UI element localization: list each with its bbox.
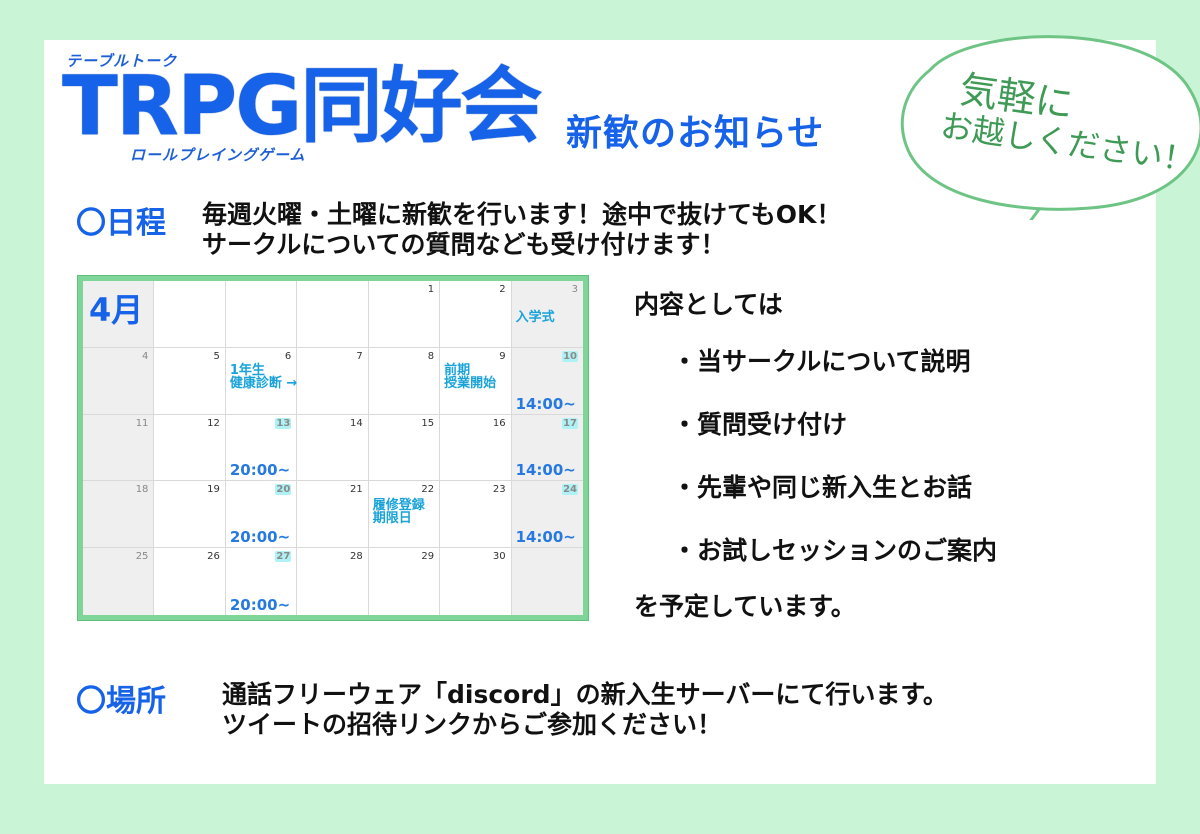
calendar-cell: 29 <box>368 548 441 615</box>
event-registration-deadline: 履修登録 期限日 <box>372 498 425 527</box>
calendar-cell: 5 <box>154 347 226 415</box>
day-number: 10 <box>562 350 578 362</box>
calendar-cell: 14 <box>297 414 369 482</box>
schedule-text-line1: 毎週火曜・土曜に新歓を行います！途中で抜けてもOK！ <box>202 200 842 229</box>
calendar-cell <box>154 281 226 348</box>
day-number: 16 <box>492 417 506 429</box>
day-number: 25 <box>135 551 149 563</box>
calendar-cell: 3 入学式 <box>511 281 583 348</box>
page-subtitle: 新歓のお知らせ <box>566 113 825 154</box>
calendar-cell: 19 <box>154 481 226 549</box>
speech-bubble <box>900 35 1200 220</box>
calendar-cell: 22 履修登録 期限日 <box>368 481 441 549</box>
event-time: 14:00~ <box>515 394 576 413</box>
calendar-cell: 27 20:00~ <box>225 548 298 615</box>
title-ruby-top: テーブルトーク <box>66 52 178 70</box>
day-number: 27 <box>275 551 292 563</box>
calendar-cell: 15 <box>368 414 441 482</box>
day-number: 15 <box>421 417 435 429</box>
day-number: 30 <box>492 551 506 563</box>
calendar-cell: 8 <box>368 347 441 415</box>
day-number: 26 <box>207 551 220 563</box>
day-number: 12 <box>207 417 220 429</box>
calendar-cell <box>225 281 298 348</box>
day-number: 28 <box>349 551 363 563</box>
day-number: 21 <box>349 484 363 496</box>
calendar-cell: 12 <box>154 414 226 482</box>
place-text-line2: ツイートの招待リンクからご参加ください！ <box>222 710 723 739</box>
day-number: 3 <box>571 284 578 295</box>
calendar-cell: 30 <box>440 548 512 615</box>
calendar-cell: 11 <box>83 414 155 482</box>
event-health-check: 1年生 健康診断 → <box>229 362 298 391</box>
schedule-text-line2: サークルについての質問なども受け付けます！ <box>202 230 726 259</box>
day-number: 18 <box>135 484 149 496</box>
day-number: 14 <box>349 417 363 429</box>
contents-item: ・質問受け付け <box>672 410 848 439</box>
calendar-cell: 24 14:00~ <box>511 481 583 549</box>
day-number: 1 <box>427 284 435 295</box>
calendar-cell: 6 1年生 健康診断 → <box>225 347 298 415</box>
calendar-cell: 4 <box>83 347 155 415</box>
day-number: 8 <box>427 350 435 362</box>
calendar-cell: 4月 <box>83 281 155 348</box>
calendar-cell: 13 20:00~ <box>225 414 298 482</box>
day-number: 22 <box>421 484 435 496</box>
calendar-cell: 1 <box>368 281 441 348</box>
day-number: 6 <box>284 350 292 362</box>
calendar-cell: 18 <box>83 481 155 549</box>
title-ruby-bottom: ロールプレイングゲーム <box>130 146 306 164</box>
day-number: 19 <box>207 484 220 496</box>
page-title: TRPG同好会 <box>62 59 542 154</box>
calendar-cell: 20 20:00~ <box>225 481 298 549</box>
calendar-cell: 10 14:00~ <box>511 347 583 415</box>
day-number: 11 <box>135 417 149 429</box>
calendar-cell: 21 <box>297 481 369 549</box>
calendar-cell: 28 <box>297 548 369 615</box>
day-number: 17 <box>562 417 578 429</box>
place-text-line1: 通話フリーウェア「discord」の新入生サーバーにて行います。 <box>222 680 948 709</box>
day-number: 2 <box>499 284 506 295</box>
calendar-cell: 17 14:00~ <box>511 414 583 482</box>
contents-item: ・先輩や同じ新入生とお話 <box>672 473 973 502</box>
calendar-cell: 16 <box>440 414 512 482</box>
day-number: 29 <box>421 551 435 563</box>
event-time: 14:00~ <box>515 528 576 547</box>
event-time: 20:00~ <box>229 528 291 547</box>
contents-item: ・当サークルについて説明 <box>672 347 971 376</box>
contents-footer: を予定しています。 <box>634 592 856 621</box>
event-classes-start: 前期 授業開始 <box>444 362 497 391</box>
day-number: 24 <box>562 484 578 496</box>
event-time: 20:00~ <box>229 461 291 480</box>
day-number: 23 <box>492 484 506 496</box>
day-number: 7 <box>356 350 363 362</box>
event-time: 14:00~ <box>515 461 576 480</box>
day-number: 5 <box>213 350 220 362</box>
day-number: 20 <box>275 484 292 496</box>
place-heading: 〇場所 <box>76 684 166 719</box>
calendar-cell: 26 <box>154 548 226 615</box>
event-entrance-ceremony: 入学式 <box>515 310 555 325</box>
calendar-cell: 23 <box>440 481 512 549</box>
event-time: 20:00~ <box>229 596 291 614</box>
contents-heading: 内容としては <box>634 290 783 319</box>
calendar-cell: 9 前期 授業開始 <box>440 347 512 415</box>
april-calendar: 4月 1 2 3 入学式 4 5 6 1年生 健康診断 → 7 8 9 前期 授… <box>78 276 588 620</box>
calendar-cell: 2 <box>440 281 512 348</box>
schedule-heading: 〇日程 <box>76 206 166 241</box>
calendar-cell <box>511 548 583 615</box>
calendar-cell: 7 <box>297 347 369 415</box>
day-number: 4 <box>142 350 149 362</box>
calendar-month-label: 4月 <box>89 291 144 329</box>
contents-item: ・お試しセッションのご案内 <box>672 536 998 565</box>
day-number: 9 <box>499 350 506 362</box>
day-number: 13 <box>275 417 292 429</box>
calendar-cell <box>297 281 369 348</box>
calendar-cell: 25 <box>83 548 155 615</box>
